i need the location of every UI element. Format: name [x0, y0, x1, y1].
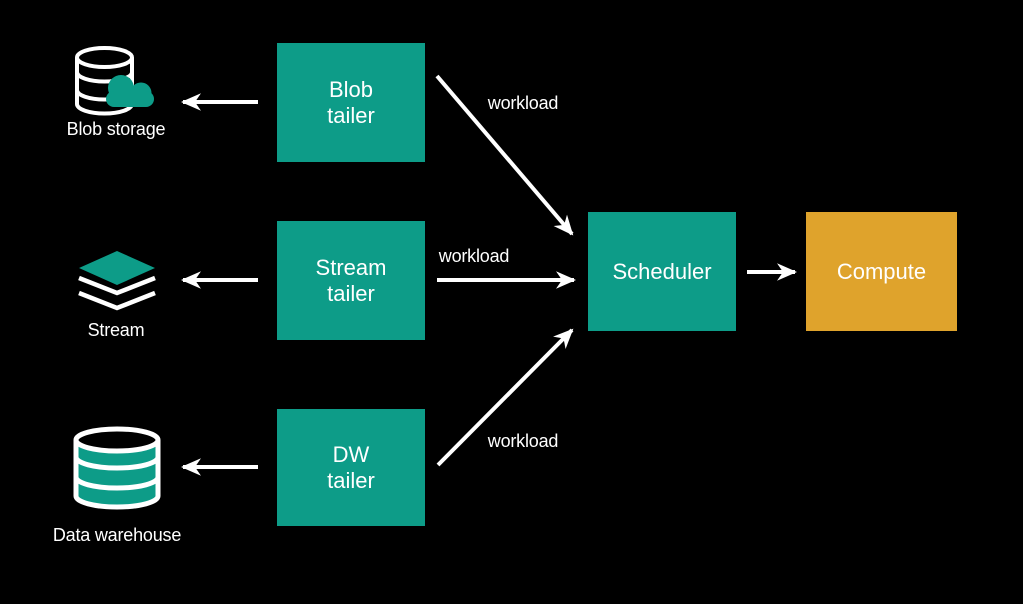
dw-tailer-label: DW tailer — [327, 441, 375, 493]
node-compute: Compute — [806, 212, 957, 331]
data-warehouse-caption: Data warehouse — [52, 525, 182, 545]
edge-label-workload-bottom: workload — [487, 431, 559, 451]
node-stream-tailer: Stream tailer — [277, 221, 425, 340]
scheduler-label: Scheduler — [612, 258, 712, 284]
edge-label-workload-top: workload — [487, 93, 559, 113]
arrow-dw-tailer-to-scheduler — [436, 328, 574, 467]
database-cloud-icon — [75, 46, 154, 116]
stream-tailer-label: Stream tailer — [315, 254, 387, 306]
blob-tailer-label: Blob tailer — [327, 76, 375, 128]
cloud-icon — [106, 75, 154, 107]
database-cylinder-icon — [73, 426, 161, 510]
arrow-blob-tailer-to-scheduler — [435, 74, 574, 236]
node-blob-tailer: Blob tailer — [277, 43, 425, 162]
stacked-layers-icon — [78, 251, 156, 311]
blob-storage-caption: Blob storage — [66, 119, 166, 139]
compute-label: Compute — [836, 258, 927, 284]
stream-caption: Stream — [87, 320, 145, 340]
node-scheduler: Scheduler — [588, 212, 736, 331]
node-dw-tailer: DW tailer — [277, 409, 425, 526]
edge-label-workload-middle: workload — [438, 246, 510, 266]
